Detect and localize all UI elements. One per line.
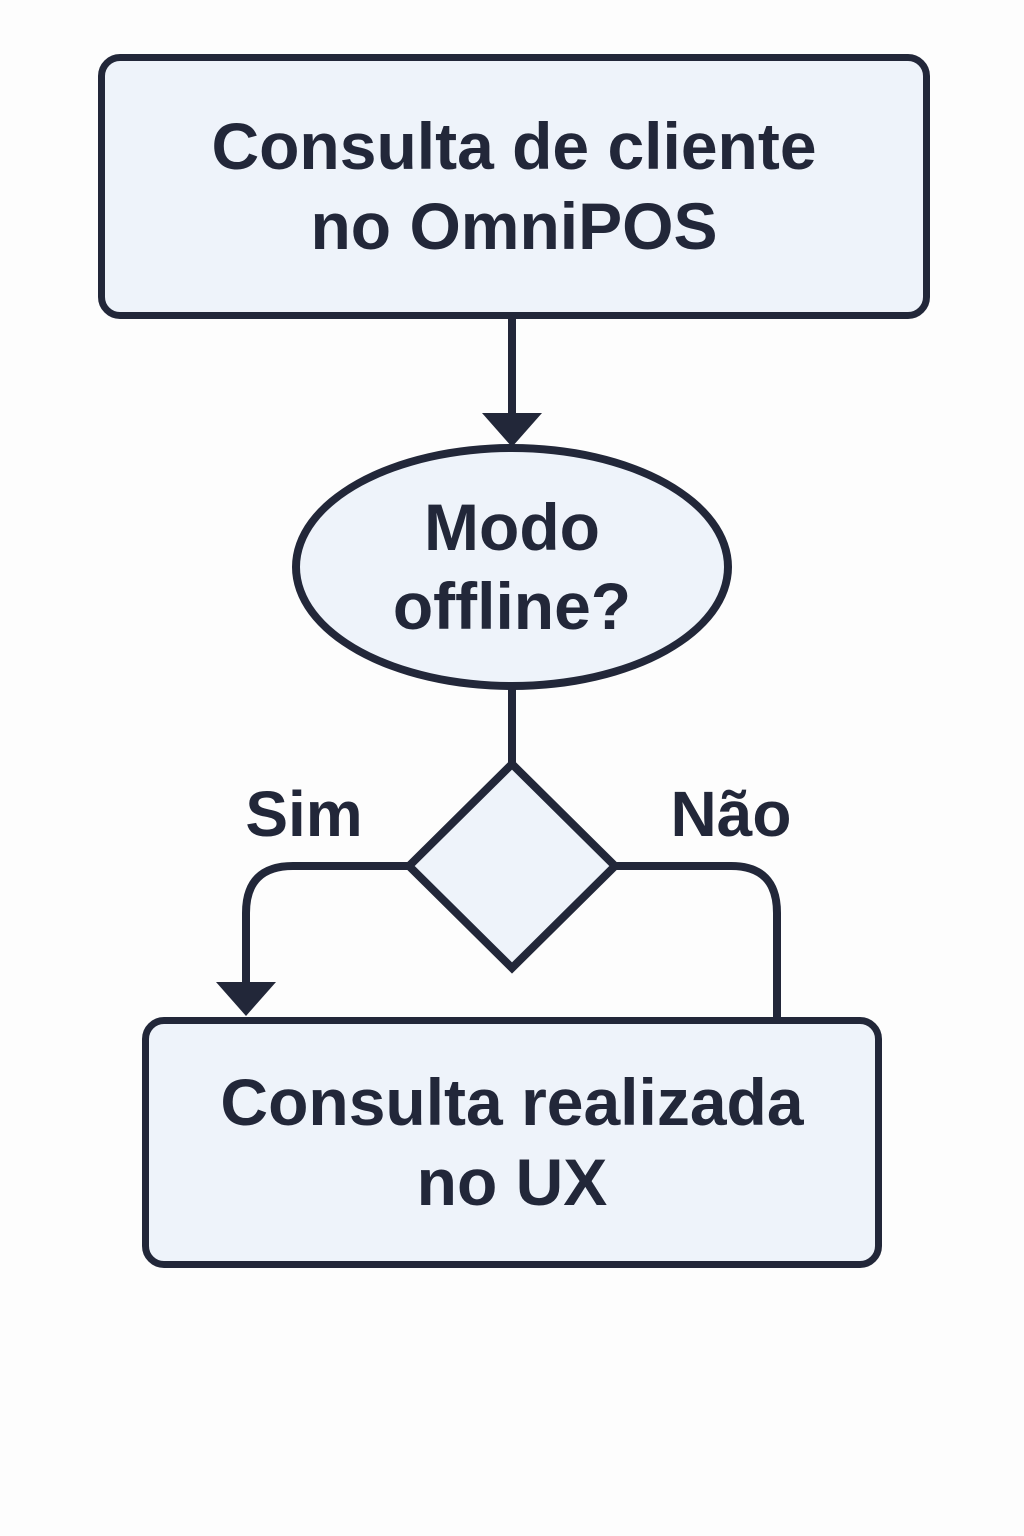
edge-yes-branch: [242, 862, 409, 984]
node-consulta-de-cliente-label: Consulta de cliente no OmniPOS: [211, 109, 817, 263]
node-consulta-realizada: Consulta realizada no UX: [142, 1017, 882, 1268]
arrowhead-question-icon: [482, 413, 542, 447]
node-modo-offline: Modo offline?: [292, 444, 732, 690]
edge-label-sim: Sim: [245, 778, 363, 850]
node-modo-offline-label: Modo offline?: [392, 489, 632, 643]
node-consulta-realizada-label: Consulta realizada no UX: [220, 1065, 804, 1219]
arrowhead-yes-icon: [216, 982, 276, 1016]
decision-diamond: [403, 758, 621, 974]
edge-label-nao: Não: [670, 778, 792, 850]
node-consulta-de-cliente: Consulta de cliente no OmniPOS: [98, 54, 930, 319]
edge-no-branch: [615, 862, 781, 1022]
